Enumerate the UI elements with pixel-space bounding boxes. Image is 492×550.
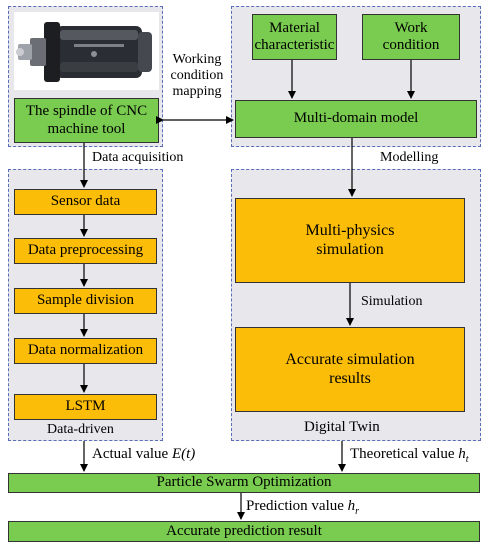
modelling-label: Modelling <box>380 150 439 165</box>
actual-value-label: Actual value E(t) <box>92 446 196 462</box>
data-normalization-box: Data normalization <box>14 338 157 364</box>
spindle-box: The spindle of CNC machine tool <box>14 98 159 143</box>
theoretical-value-label: Theoretical value ht <box>350 446 469 465</box>
data-driven-label: Data-driven <box>47 422 114 437</box>
simulation-label: Simulation <box>361 294 423 309</box>
sensor-data-box: Sensor data <box>14 189 157 215</box>
accurate-simulation-results-box: Accurate simulation results <box>235 327 465 412</box>
data-preprocessing-box: Data preprocessing <box>14 238 157 264</box>
work-condition-box: Work condition <box>362 14 460 60</box>
multi-domain-model-box: Multi-domain model <box>235 100 477 138</box>
sample-division-box: Sample division <box>14 288 157 314</box>
material-characteristic-box: Material characteristic <box>252 14 337 60</box>
data-acquisition-label: Data acquisition <box>92 150 184 165</box>
accurate-prediction-result-box: Accurate prediction result <box>8 521 480 542</box>
spindle-box-label: The spindle of CNC machine tool <box>25 103 148 137</box>
prediction-value-label: Prediction value hr <box>246 498 360 517</box>
lstm-box: LSTM <box>14 394 157 420</box>
spindle-image <box>14 12 159 90</box>
digital-twin-label: Digital Twin <box>304 419 380 435</box>
particle-swarm-optimization-box: Particle Swarm Optimization <box>8 473 480 493</box>
multi-physics-simulation-box: Multi-physics simulation <box>235 198 465 283</box>
working-condition-mapping-label: Working condition mapping <box>170 52 224 100</box>
